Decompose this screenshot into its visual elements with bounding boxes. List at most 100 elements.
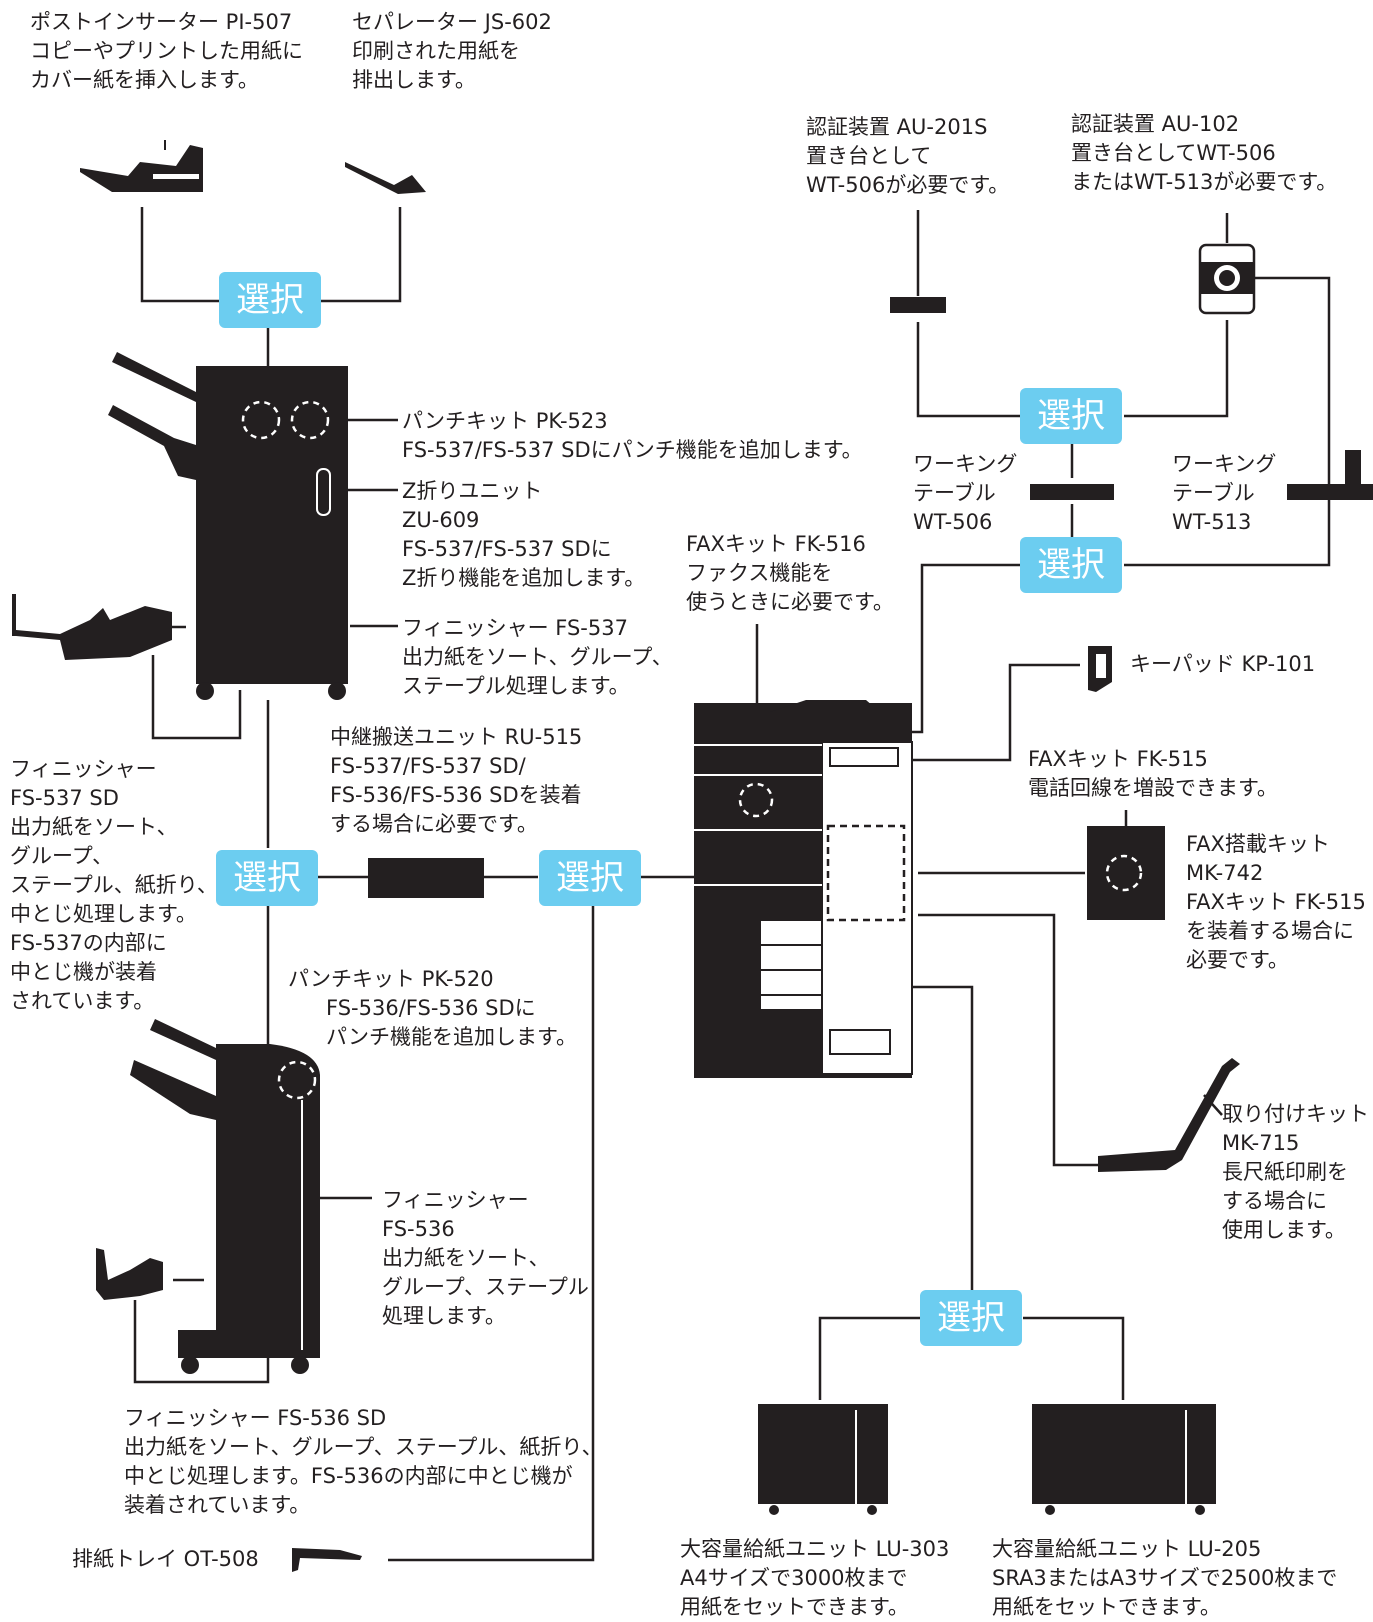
label-pi507: ポストインサーター PI-507 コピーやプリントした用紙に カバー紙を挿入しま… (30, 8, 303, 95)
text-line: FS-537の内部に (10, 931, 167, 955)
text-line: 出力紙をソート、グループ、ステープル、紙折り、 (124, 1435, 603, 1459)
authentication-au201s-device (890, 297, 946, 313)
label-mk742: FAX搭載キット MK-742 FAXキット FK-515 を装着する場合に 必… (1186, 830, 1366, 975)
post-inserter-device (80, 140, 203, 192)
text-line: 認証装置 AU-102 (1071, 112, 1240, 136)
text-line: MK-742 (1186, 861, 1264, 885)
text-line: されています。 (10, 989, 155, 1013)
working-table-wt513-device (1287, 450, 1373, 500)
text-line: FS-536/FS-536 SDを装着 (330, 783, 582, 807)
finisher-fs537-device (108, 352, 348, 700)
label-lu205: 大容量給紙ユニット LU-205 SRA3またはA3サイズで2500枚まで 用紙… (992, 1535, 1337, 1622)
text-line: A4サイズで3000枚まで (680, 1566, 908, 1590)
text-line: ステープル処理します。 (402, 674, 630, 698)
text-line: 排出します。 (352, 68, 476, 92)
select-badge-auth: 選択 (1020, 388, 1122, 444)
output-tray-device (292, 1548, 362, 1572)
text-line: WT-506 (913, 510, 993, 534)
separator-device (345, 162, 426, 194)
text-line: またはWT-513が必要です。 (1071, 170, 1338, 194)
finisher-fs536-device (96, 1019, 320, 1374)
text-line: 中継搬送ユニット RU-515 (330, 725, 583, 749)
label-fs537: フィニッシャー FS-537 出力紙をソート、グループ、 ステープル処理します。 (402, 614, 673, 701)
label-fs537sd: フィニッシャー FS-537 SD 出力紙をソート、 グループ、 ステープル、紙… (10, 755, 218, 1016)
keypad-device (1088, 646, 1112, 692)
text-line: 置き台としてWT-506 (1071, 141, 1276, 165)
label-au102: 認証装置 AU-102 置き台としてWT-506 またはWT-513が必要です。 (1071, 110, 1337, 197)
mounting-kit-device (1098, 1058, 1240, 1172)
select-badge-relay: 選択 (539, 850, 641, 906)
text-line: 印刷された用紙を (352, 39, 520, 63)
lcc-lu205-device (1032, 1404, 1216, 1515)
label-kp101: キーパッド KP-101 (1130, 650, 1315, 679)
select-badge-table: 選択 (1020, 537, 1122, 593)
label-au201s: 認証装置 AU-201S 置き台として WT-506が必要です。 (806, 113, 1009, 200)
text-line: FS-537/FS-537 SDにパンチ機能を追加します。 (402, 438, 863, 462)
text-line: 装着されています。 (124, 1493, 311, 1517)
text-line: MK-715 (1222, 1131, 1300, 1155)
text-line: 必要です。 (1186, 948, 1289, 972)
label-fs536: フィニッシャー FS-536 出力紙をソート、 グループ、ステープル 処理します… (382, 1186, 589, 1331)
text-line: Z折り機能を追加します。 (402, 566, 646, 590)
text-line: 長尺紙印刷を (1222, 1160, 1348, 1184)
text-line: 置き台として (806, 144, 932, 168)
text-line: 大容量給紙ユニット LU-205 (992, 1537, 1262, 1561)
mfp-main-unit (694, 700, 913, 1078)
text-line: FAX搭載キット (1186, 832, 1330, 856)
text-line: 使用します。 (1222, 1218, 1346, 1242)
text-line: Z折りユニット (402, 479, 543, 503)
text-line: フィニッシャー FS-537 (402, 616, 628, 640)
label-ot508: 排紙トレイ OT-508 (72, 1545, 259, 1574)
text-line: する場合に (1222, 1189, 1327, 1213)
select-badge-top: 選択 (219, 272, 321, 328)
label-pk520: パンチキット PK-520 FS-536/FS-536 SDに パンチ機能を追加… (288, 965, 577, 1052)
text-line: 電話回線を増設できます。 (1028, 776, 1278, 800)
text-line: 中とじ機が装着 (10, 960, 157, 984)
text-line: 出力紙をソート、グループ、 (402, 645, 673, 669)
text-line: コピーやプリントした用紙に (30, 39, 303, 63)
fax-mount-kit-device (1087, 826, 1165, 920)
text-line: 中とじ処理します。FS-536の内部に中とじ機が (124, 1464, 573, 1488)
text-line: ステープル、紙折り、 (10, 873, 218, 897)
text-line: SRA3またはA3サイズで2500枚まで (992, 1566, 1338, 1590)
text-line: フィニッシャー (10, 757, 157, 781)
text-line: セパレーター JS-602 (352, 10, 552, 34)
text-line: する場合に必要です。 (330, 812, 538, 836)
text-line: フィニッシャー (382, 1188, 529, 1212)
text-line: 排紙トレイ OT-508 (72, 1547, 259, 1571)
select-badge-finisher: 選択 (216, 850, 318, 906)
label-mk715: 取り付けキット MK-715 長尺紙印刷を する場合に 使用します。 (1222, 1100, 1369, 1245)
text-line: FS-536/FS-536 SDに (326, 996, 536, 1020)
label-wt506: ワーキング テーブル WT-506 (913, 450, 1017, 537)
text-line: パンチキット PK-520 (288, 967, 494, 991)
text-line: カバー紙を挿入します。 (30, 68, 259, 92)
text-line: ZU-609 (402, 508, 480, 532)
text-line: キーパッド KP-101 (1130, 652, 1316, 676)
label-fs536sd: フィニッシャー FS-536 SD 出力紙をソート、グループ、ステープル、紙折り… (124, 1404, 603, 1520)
text-line: ファクス機能を (686, 561, 833, 585)
label-zu609: Z折りユニット ZU-609 FS-537/FS-537 SDに Z折り機能を追… (402, 477, 645, 593)
text-line: 中とじ処理します。 (10, 902, 197, 926)
select-badge-lcc: 選択 (920, 1290, 1022, 1346)
label-js602: セパレーター JS-602 印刷された用紙を 排出します。 (352, 8, 552, 95)
text-line: FS-536 (382, 1217, 455, 1241)
text-line: 出力紙をソート、 (382, 1246, 550, 1270)
label-fk516: FAXキット FK-516 ファクス機能を 使うときに必要です。 (686, 530, 894, 617)
label-pk523: パンチキット PK-523 FS-537/FS-537 SDにパンチ機能を追加し… (402, 407, 863, 465)
relay-unit-device (368, 858, 484, 898)
text-line: FAXキット FK-516 (686, 532, 866, 556)
text-line: ポストインサーター PI-507 (30, 10, 293, 34)
text-line: FS-537/FS-537 SD/ (330, 754, 526, 778)
text-line: ワーキング (913, 452, 1018, 476)
text-line: WT-506が必要です。 (806, 173, 1010, 197)
text-line: を装着する場合に (1186, 919, 1354, 943)
text-line: テーブル (913, 481, 996, 505)
text-line: 認証装置 AU-201S (806, 115, 988, 139)
text-line: テーブル (1172, 481, 1255, 505)
saddle-tray-fs537sd (12, 594, 172, 660)
text-line: FS-537 SD (10, 786, 119, 810)
text-line: 使うときに必要です。 (686, 590, 894, 614)
text-line: FAXキット FK-515 (1028, 747, 1208, 771)
label-lu303: 大容量給紙ユニット LU-303 A4サイズで3000枚まで 用紙をセットできま… (680, 1535, 949, 1622)
